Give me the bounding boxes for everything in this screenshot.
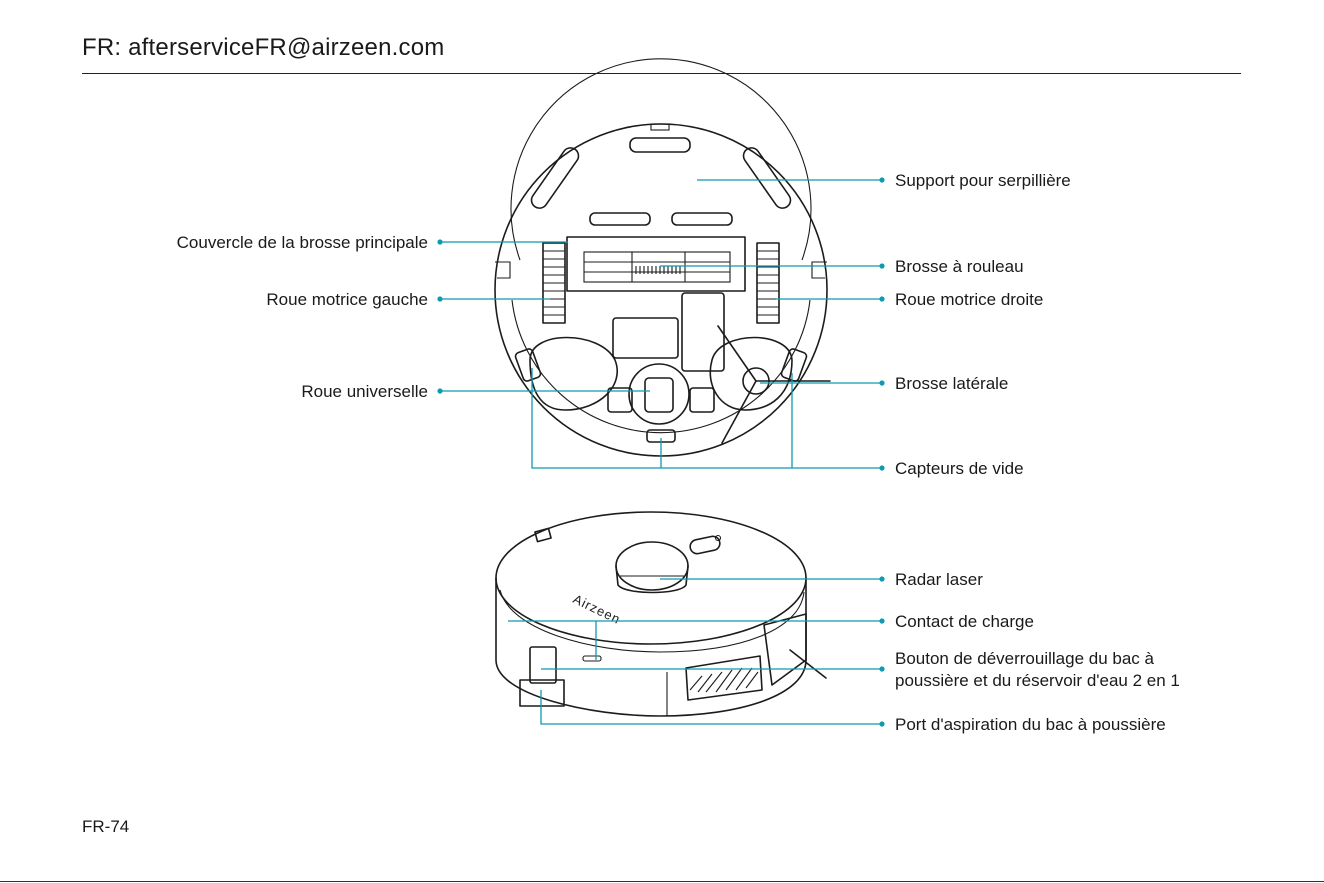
robot-top-view: Airzeen: [495, 511, 827, 717]
label-roue-universelle: Roue universelle: [301, 382, 428, 401]
label-bouton-line1: Bouton de déverrouillage du bac à: [895, 649, 1155, 668]
label-brosse-laterale: Brosse latérale: [895, 374, 1008, 393]
label-contact-charge: Contact de charge: [895, 612, 1034, 631]
label-brosse-rouleau: Brosse à rouleau: [895, 257, 1024, 276]
label-capteurs-vide: Capteurs de vide: [895, 459, 1024, 478]
label-couvercle-brosse: Couvercle de la brosse principale: [177, 233, 428, 252]
leader-lines: [437, 177, 885, 727]
label-support-serpilliere: Support pour serpillière: [895, 171, 1071, 190]
bottom-rule: [0, 881, 1324, 882]
label-port-aspiration: Port d'aspiration du bac à poussière: [895, 715, 1166, 734]
header-email: FR: afterserviceFR@airzeen.com: [82, 34, 445, 61]
robot-bottom-view: [494, 58, 831, 457]
label-roue-gauche: Roue motrice gauche: [266, 290, 428, 309]
label-radar-laser: Radar laser: [895, 570, 983, 589]
label-roue-droite: Roue motrice droite: [895, 290, 1043, 309]
label-bouton-line2: poussière et du réservoir d'eau 2 en 1: [895, 671, 1180, 690]
page-number: FR-74: [82, 817, 130, 836]
header-rule: [82, 73, 1241, 74]
brand-logo: Airzeen: [571, 591, 623, 627]
